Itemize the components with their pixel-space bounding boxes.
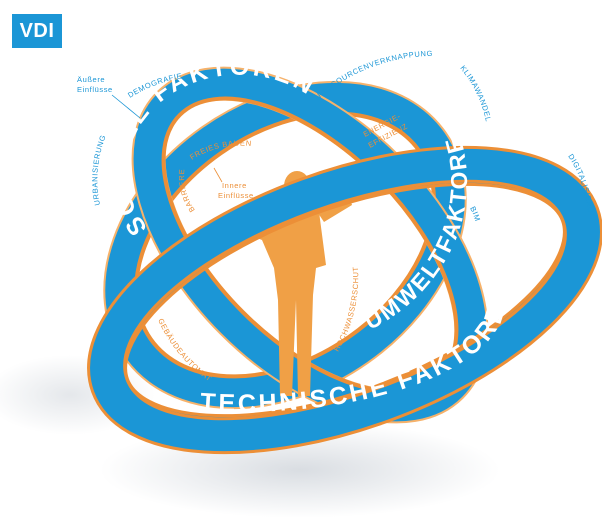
vdi-logo: VDI	[12, 14, 62, 48]
ring-technische	[87, 145, 602, 455]
label-bim: BIM	[468, 205, 482, 223]
connector-innere	[213, 167, 223, 183]
label-innere-1: Innere	[222, 181, 247, 190]
label-aeussere-2: Einflüsse	[77, 85, 113, 94]
label-aeussere-1: Äußere	[77, 75, 105, 84]
label-klimawandel: KLIMAWANDEL	[458, 64, 493, 123]
connector-aeussere	[111, 94, 141, 119]
label-innere-2: Einflüsse	[218, 191, 254, 200]
